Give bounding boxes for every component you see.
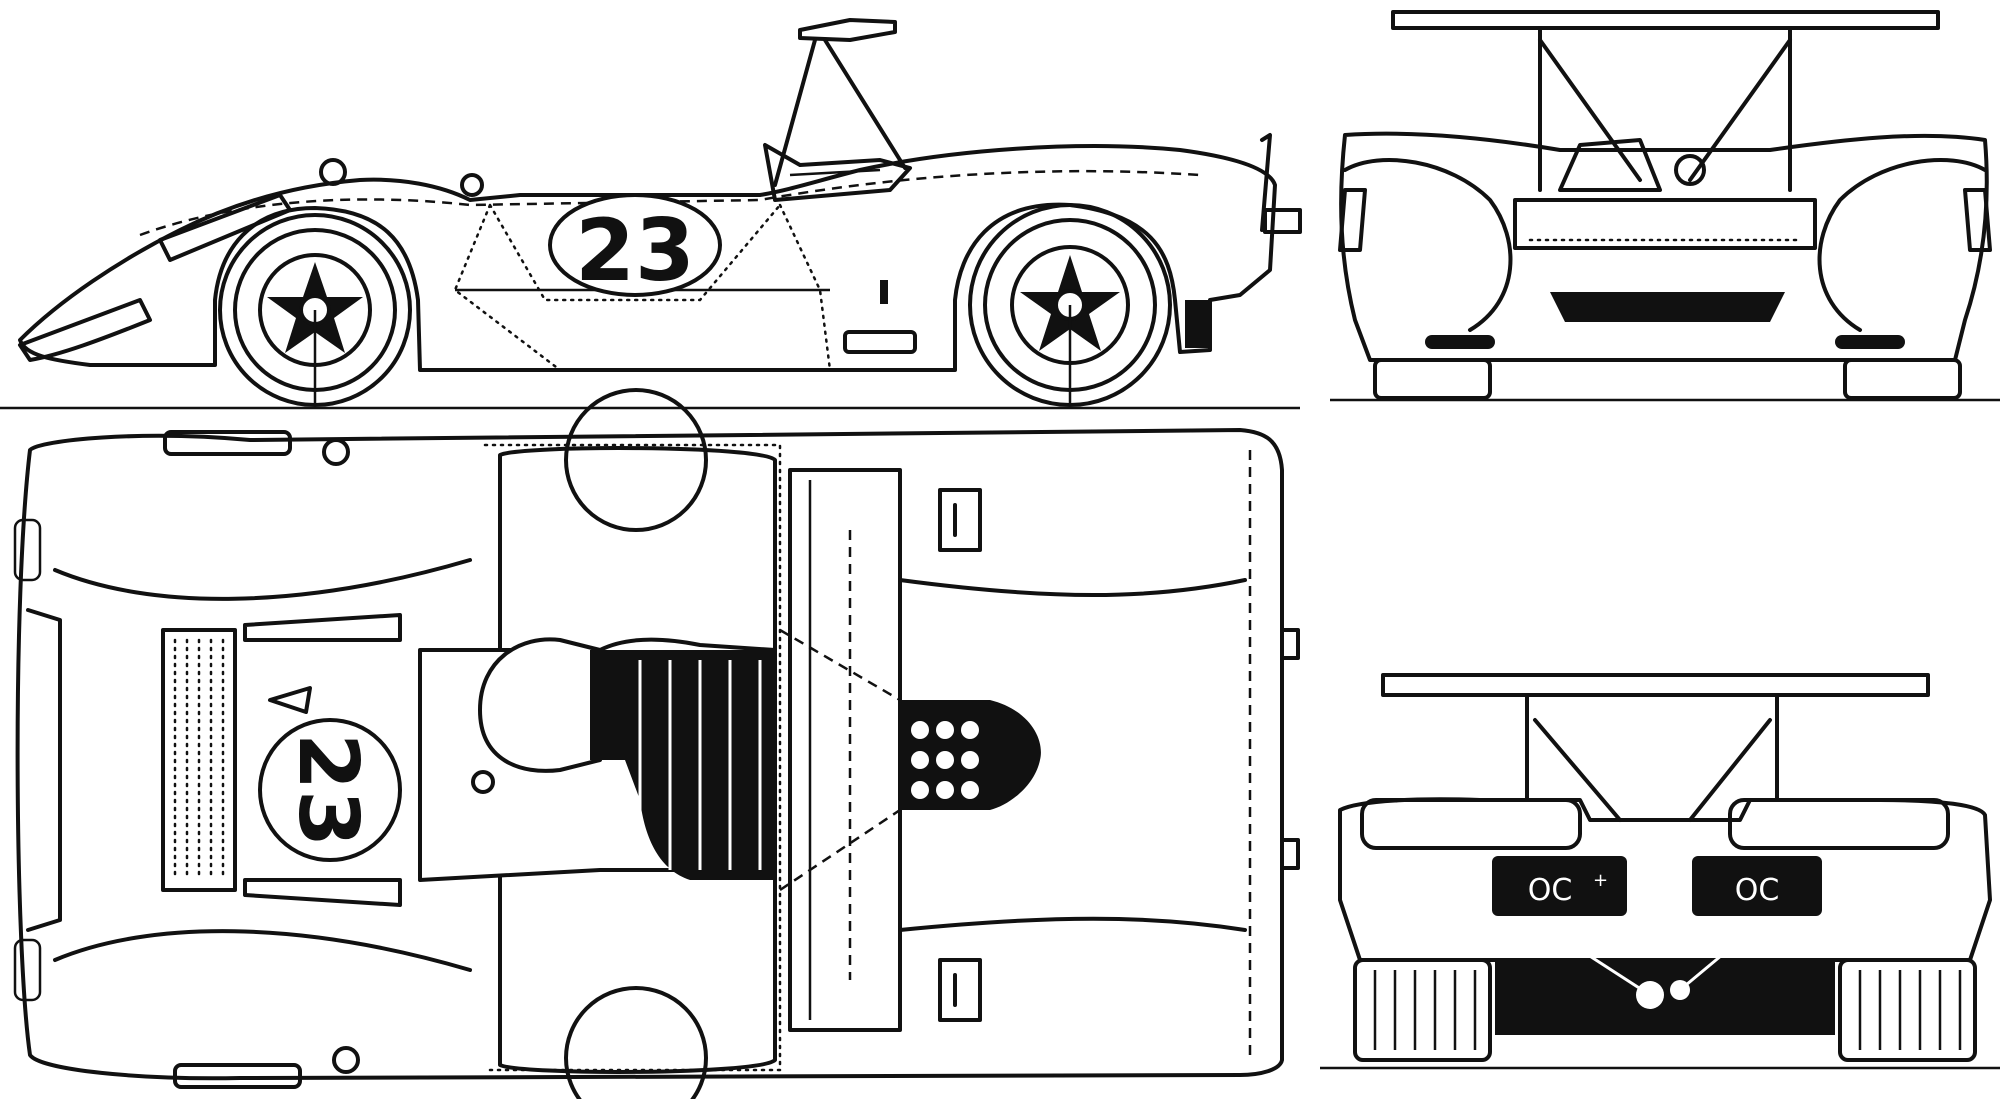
top-door-panels	[483, 443, 782, 1072]
side-nose-lip	[18, 298, 152, 362]
rear-view: OC + OC	[1320, 673, 2000, 1070]
top-body-outline	[15, 428, 1284, 1081]
side-intake-slot	[843, 330, 917, 354]
side-mirror	[319, 158, 347, 186]
top-front-left-fender	[53, 558, 472, 601]
rear-plate-left-sup: +	[1593, 870, 1608, 891]
top-seat-ribs	[638, 660, 762, 870]
front-windscreen	[1558, 138, 1662, 192]
side-strut-front	[773, 38, 817, 187]
rear-left-tyre	[1353, 958, 1492, 1062]
rear-plate-right	[1692, 856, 1822, 916]
top-number-roundel	[258, 718, 402, 862]
rear-plate-left-text: OC	[1528, 873, 1573, 908]
top-left-mirror-pod	[163, 430, 292, 456]
rear-tyre-treads	[1373, 970, 1962, 1050]
top-rear-wing	[788, 468, 902, 1032]
side-race-number: 23	[575, 201, 695, 301]
front-driver-helmet	[1674, 154, 1706, 186]
side-number-roundel	[548, 193, 722, 297]
rear-left-pod	[1360, 798, 1582, 850]
front-rear-wing	[1391, 10, 1940, 30]
top-front-right-fender	[53, 929, 472, 972]
top-race-number: 23	[280, 733, 375, 847]
top-nose-edge	[26, 608, 62, 932]
top-front-slot-lower	[243, 878, 402, 907]
side-seat-line	[789, 168, 881, 177]
front-left-light	[1425, 335, 1495, 349]
front-right-tyre	[1843, 358, 1962, 400]
top-view: 23	[13, 388, 1300, 1103]
top-right-mirror-pod	[173, 1063, 302, 1089]
front-body-outline	[1339, 131, 1989, 362]
side-filler-cap	[460, 173, 484, 197]
front-grille	[1513, 198, 1817, 250]
side-rear-hub-shadow	[1185, 300, 1210, 348]
side-front-wheel	[218, 213, 412, 407]
top-lower-roundel	[564, 986, 708, 1103]
front-left-fender	[1343, 158, 1513, 332]
rear-wing	[1381, 673, 1930, 697]
side-body-crease	[139, 169, 1201, 237]
top-wing-stay-lines	[779, 628, 901, 892]
side-rear-antenna	[1260, 133, 1272, 232]
top-front-vent	[161, 628, 237, 892]
side-wing-top	[798, 18, 897, 42]
front-right-light	[1835, 335, 1905, 349]
side-rear-wheel	[968, 203, 1172, 407]
side-cockpit	[763, 143, 912, 202]
rear-right-tyre	[1838, 958, 1977, 1062]
side-strut-rear	[823, 38, 907, 170]
top-rear-vent-upper	[938, 488, 982, 552]
rear-plate-left	[1492, 856, 1627, 916]
front-mirrors	[1338, 188, 1992, 252]
side-panel-seams	[453, 203, 832, 372]
side-latch	[880, 280, 888, 304]
side-front-vent	[158, 193, 292, 262]
top-windscreen	[478, 637, 602, 773]
top-intake-stacks	[911, 721, 979, 799]
top-upper-roundel	[564, 388, 708, 532]
top-arrow-mark	[268, 686, 312, 714]
front-air-intake	[1550, 292, 1785, 322]
top-engine-cover-right	[898, 916, 1247, 932]
top-vent-hatch	[173, 638, 225, 882]
top-engine-cover-left	[898, 578, 1247, 597]
rear-plate-right-text: OC	[1735, 873, 1780, 908]
top-exhaust-upper	[1280, 628, 1300, 660]
side-view: 23	[0, 18, 1302, 410]
side-exhaust	[1263, 208, 1302, 234]
top-center-section	[498, 446, 777, 1074]
top-front-slot-upper	[243, 613, 402, 642]
rear-body-outline	[1338, 797, 1992, 962]
rear-right-pod	[1728, 798, 1950, 850]
rear-underside	[1495, 960, 1835, 1035]
top-exhaust-lower	[1280, 838, 1300, 870]
front-left-tyre	[1373, 358, 1492, 400]
front-right-fender	[1817, 158, 1987, 332]
top-rear-vent-lower	[938, 958, 982, 1022]
front-view	[1330, 10, 2000, 402]
